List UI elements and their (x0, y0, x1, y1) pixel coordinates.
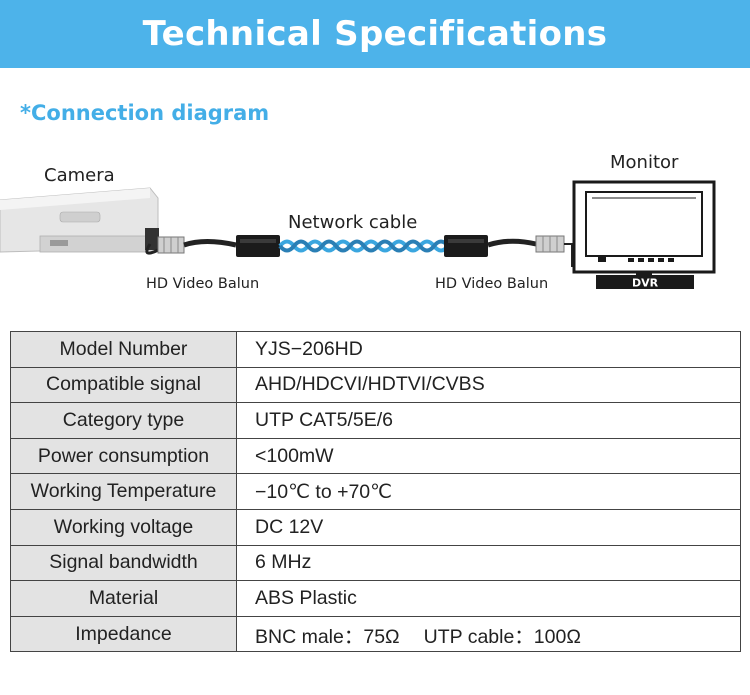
balun-right-label: HD Video Balun (435, 276, 549, 292)
impedance-utp: UTP cable：100Ω (423, 625, 581, 648)
dvr-label: DVR (632, 277, 659, 290)
page-title: Technical Specifications (142, 14, 608, 54)
spec-value: UTP CAT5/5E/6 (236, 402, 741, 439)
camera-icon (0, 187, 163, 255)
spec-value: 6 MHz (236, 544, 741, 582)
spec-key: Category type (10, 402, 237, 439)
spec-value: <100mW (236, 437, 741, 475)
table-row: Signal bandwidth 6 MHz (10, 544, 741, 582)
diagram-graphic: DVR (0, 180, 716, 290)
spec-value: AHD/HDCVI/HDTVI/CVBS (236, 366, 741, 404)
table-row: Compatible signal AHD/HDCVI/HDTVI/CVBS (10, 366, 741, 404)
table-row: Power consumption <100mW (10, 437, 741, 475)
header-banner: Technical Specifications (0, 0, 750, 68)
network-cable-icon (278, 239, 450, 253)
monitor-label: Monitor (610, 152, 679, 173)
spec-key: Model Number (10, 331, 237, 368)
table-row: Working Temperature −10℃ to +70℃ (10, 473, 741, 510)
table-row: Model Number YJS−206HD (10, 331, 741, 368)
balun-left-icon (236, 235, 280, 257)
table-row: Working voltage DC 12V (10, 508, 741, 546)
spec-key: Compatible signal (10, 366, 237, 404)
spec-key: Working voltage (10, 508, 237, 546)
spec-key: Power consumption (10, 437, 237, 475)
spec-value: BNC male：75Ω UTP cable：100Ω (236, 615, 741, 653)
spec-value: YJS−206HD (236, 331, 741, 368)
bnc-connector-right-icon (487, 235, 600, 267)
spec-key: Working Temperature (10, 473, 237, 510)
table-row: Category type UTP CAT5/5E/6 (10, 402, 741, 439)
impedance-bnc: BNC male：75Ω (255, 625, 400, 648)
spec-value: DC 12V (236, 508, 741, 546)
camera-label: Camera (44, 165, 115, 186)
table-row: Material ABS Plastic (10, 580, 741, 617)
table-row: Impedance BNC male：75Ω UTP cable：100Ω (10, 615, 741, 653)
spec-value: ABS Plastic (236, 580, 741, 617)
bnc-connector-left-icon (157, 236, 237, 254)
diagram-heading: *Connection diagram (20, 101, 270, 125)
spec-key: Signal bandwidth (10, 544, 237, 582)
monitor-icon (572, 180, 716, 275)
network-cable-label: Network cable (288, 212, 418, 233)
connection-diagram: DVR Camera Monitor Network cable HD Vide… (0, 140, 750, 320)
specs-table: Model Number YJS−206HD Compatible signal… (10, 331, 741, 653)
spec-key: Impedance (10, 615, 237, 653)
spec-key: Material (10, 580, 237, 617)
dvr-icon (596, 275, 694, 289)
spec-value: −10℃ to +70℃ (236, 473, 741, 510)
balun-left-label: HD Video Balun (146, 276, 260, 292)
balun-right-icon (444, 235, 488, 257)
